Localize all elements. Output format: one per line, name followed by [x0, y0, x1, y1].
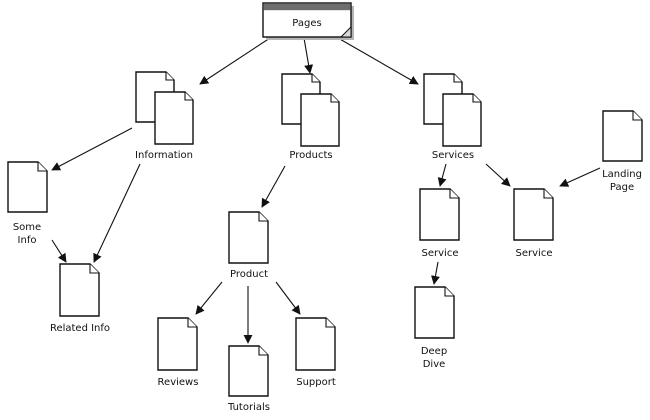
support-node: Support — [295, 317, 336, 388]
page-icon — [602, 110, 643, 162]
edge-information-some-info — [51, 127, 133, 171]
page-icon-front — [154, 91, 194, 145]
information-label: Information — [135, 150, 193, 161]
pages-root-node: Pages — [262, 2, 354, 40]
edge-some-info-related-info — [51, 239, 67, 263]
some-info-label-line2: Info — [18, 235, 37, 246]
edge-service-deep-dive — [431, 261, 440, 285]
edge-services-service-left — [437, 163, 447, 187]
deep-dive-label-line1: Deep — [421, 346, 447, 357]
edge-pages-services — [337, 37, 419, 85]
related-info-node: Related Info — [50, 263, 110, 334]
service-left-node: Service — [419, 188, 460, 259]
edge-product-support — [275, 281, 301, 315]
page-icon-front — [442, 93, 482, 147]
edge-information-related-info — [93, 163, 141, 263]
related-info-label: Related Info — [50, 323, 110, 334]
edges — [51, 37, 601, 344]
service-left-label: Service — [422, 248, 459, 259]
page-icon — [295, 317, 336, 371]
edge-pages-products — [303, 37, 314, 74]
page-icon — [59, 263, 100, 317]
products-node: Products — [281, 73, 340, 161]
page-icon — [157, 317, 198, 371]
page-icon — [513, 188, 554, 241]
services-label: Services — [432, 150, 474, 161]
page-icon — [414, 286, 455, 339]
tutorials-node: Tutorials — [227, 345, 270, 413]
some-info-node: Some Info — [7, 161, 48, 246]
product-label: Product — [230, 269, 268, 280]
page-icon — [228, 345, 269, 397]
deep-dive-node: Deep Dive — [414, 286, 455, 370]
edge-product-reviews — [195, 281, 223, 315]
support-label: Support — [296, 377, 336, 388]
page-icon — [419, 188, 460, 241]
products-label: Products — [289, 150, 332, 161]
service-right-node: Service — [513, 188, 554, 259]
some-info-label-line1: Some — [13, 222, 41, 233]
reviews-node: Reviews — [157, 317, 199, 388]
reviews-label: Reviews — [158, 377, 199, 388]
page-icon-front — [300, 93, 340, 147]
services-node: Services — [423, 73, 482, 161]
product-node: Product — [228, 211, 269, 280]
information-node: Information — [135, 71, 194, 161]
pages-label: Pages — [292, 18, 321, 29]
edge-pages-information — [199, 37, 271, 85]
tutorials-label: Tutorials — [227, 402, 270, 413]
page-icon — [7, 161, 48, 213]
edge-landing-page-service — [559, 167, 601, 187]
landing-page-label-line2: Page — [610, 182, 634, 193]
landing-page-node: Landing Page — [602, 110, 643, 193]
landing-page-label-line1: Landing — [602, 169, 642, 180]
page-icon — [228, 211, 269, 264]
deep-dive-label-line2: Dive — [423, 359, 446, 370]
edge-products-product — [261, 165, 286, 208]
service-right-label: Service — [516, 248, 553, 259]
edge-services-service-right — [485, 163, 511, 187]
